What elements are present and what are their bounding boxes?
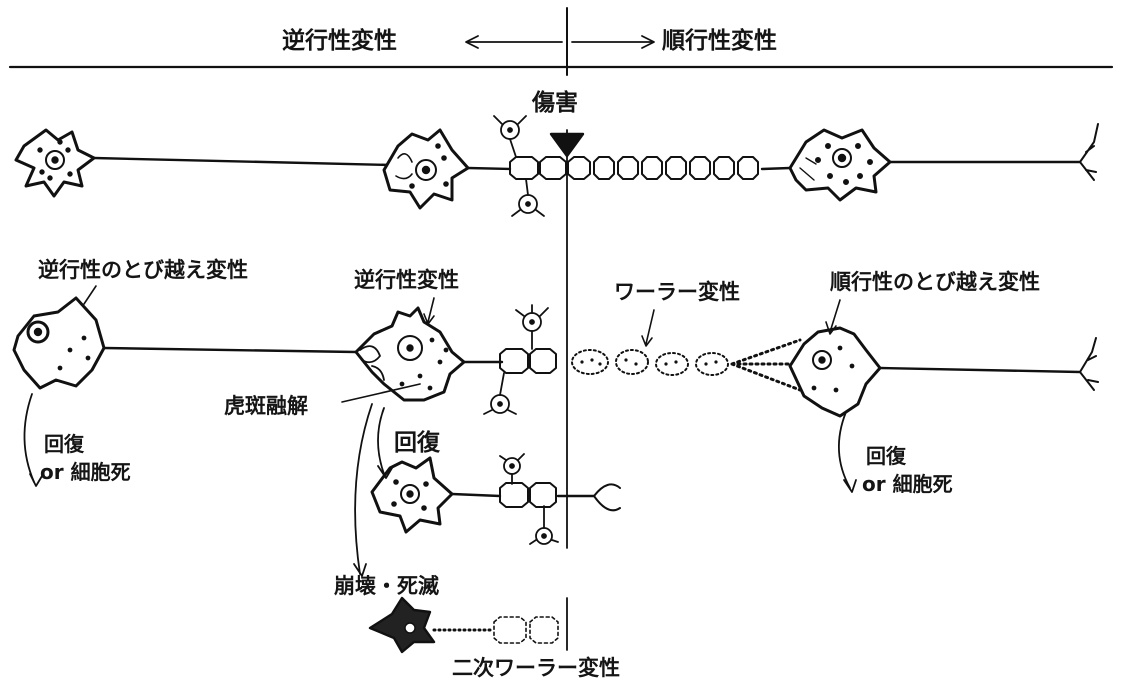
header-retrograde-label: 逆行性変性 — [282, 28, 397, 54]
header-anterograde-label: 順行性変性 — [662, 28, 777, 54]
pointer-chromatolysis — [341, 383, 421, 403]
recovery-mid-label: 回復 — [394, 430, 440, 456]
row3-glia-bottom — [529, 505, 559, 545]
row2-terminal — [1079, 337, 1099, 391]
row3-axon — [450, 492, 502, 498]
row3-glia-top — [499, 453, 525, 485]
row2-wallerian-fragments — [571, 349, 729, 376]
injury-marker — [549, 132, 585, 158]
row3-neuron — [370, 456, 454, 534]
row2-myelin — [499, 348, 557, 374]
recovery-left-label: 回復 — [44, 432, 84, 456]
arrow-retrograde — [427, 297, 435, 323]
row1-glia-top — [493, 115, 527, 158]
row2-neuron-c — [788, 326, 882, 418]
row1-neuron-b — [382, 128, 470, 210]
arrow-recovery-left — [23, 393, 35, 483]
collapse-death-label: 崩壊・死滅 — [334, 574, 439, 598]
arrow-wallerian — [645, 309, 655, 345]
row2-neuron-b — [354, 306, 466, 402]
chromatolysis-label: 虎斑融解 — [224, 394, 308, 418]
cell-death-right-label: or 細胞死 — [862, 472, 953, 496]
arrow-collapse — [354, 403, 373, 575]
row2-terminal-dots — [730, 338, 802, 392]
arrow-recovery-mid — [377, 407, 385, 475]
row4-myelin-ghost — [493, 616, 559, 644]
row1-axon-b — [466, 166, 512, 171]
row1-terminal — [1079, 123, 1099, 181]
arrowhead-left — [465, 35, 479, 49]
row1-neuron-a — [14, 128, 96, 198]
row2-glia-top — [515, 304, 549, 350]
row1-axon-a — [92, 156, 394, 167]
retrograde-degeneration-label: 逆行性変性 — [354, 268, 459, 292]
wallerian-degeneration-label: ワーラー変性 — [614, 280, 740, 304]
transneuronal-anterograde-label: 順行性のとび越え変性 — [830, 270, 1040, 294]
row1-axon-c — [760, 166, 792, 171]
row3-myelin — [499, 482, 557, 508]
row1-neuron-c — [788, 128, 892, 202]
row2-debris-dots — [580, 358, 718, 366]
arrow-transneuronal-antero — [829, 299, 841, 333]
arrow-recovery-right — [838, 411, 851, 489]
row2-neuron-a — [12, 296, 106, 390]
row3-terminal — [593, 483, 621, 512]
arrowhead-right — [641, 35, 655, 49]
recovery-right-label: 回復 — [866, 444, 906, 468]
injury-label: 傷害 — [532, 90, 578, 116]
row2-glia-bottom — [483, 372, 517, 415]
transneuronal-retrograde-label: 逆行性のとび越え変性 — [38, 258, 248, 282]
arrow-transneuronal-retro — [83, 285, 97, 305]
row2-axon-c — [878, 366, 1082, 374]
row1-myelin — [509, 156, 759, 180]
row2-axon-a — [102, 346, 358, 354]
row4-neuron — [368, 596, 436, 654]
secondary-wallerian-label: 二次ワーラー変性 — [452, 656, 620, 680]
cell-death-left-label: or 細胞死 — [40, 460, 131, 484]
row1-glia-bottom — [511, 178, 545, 217]
